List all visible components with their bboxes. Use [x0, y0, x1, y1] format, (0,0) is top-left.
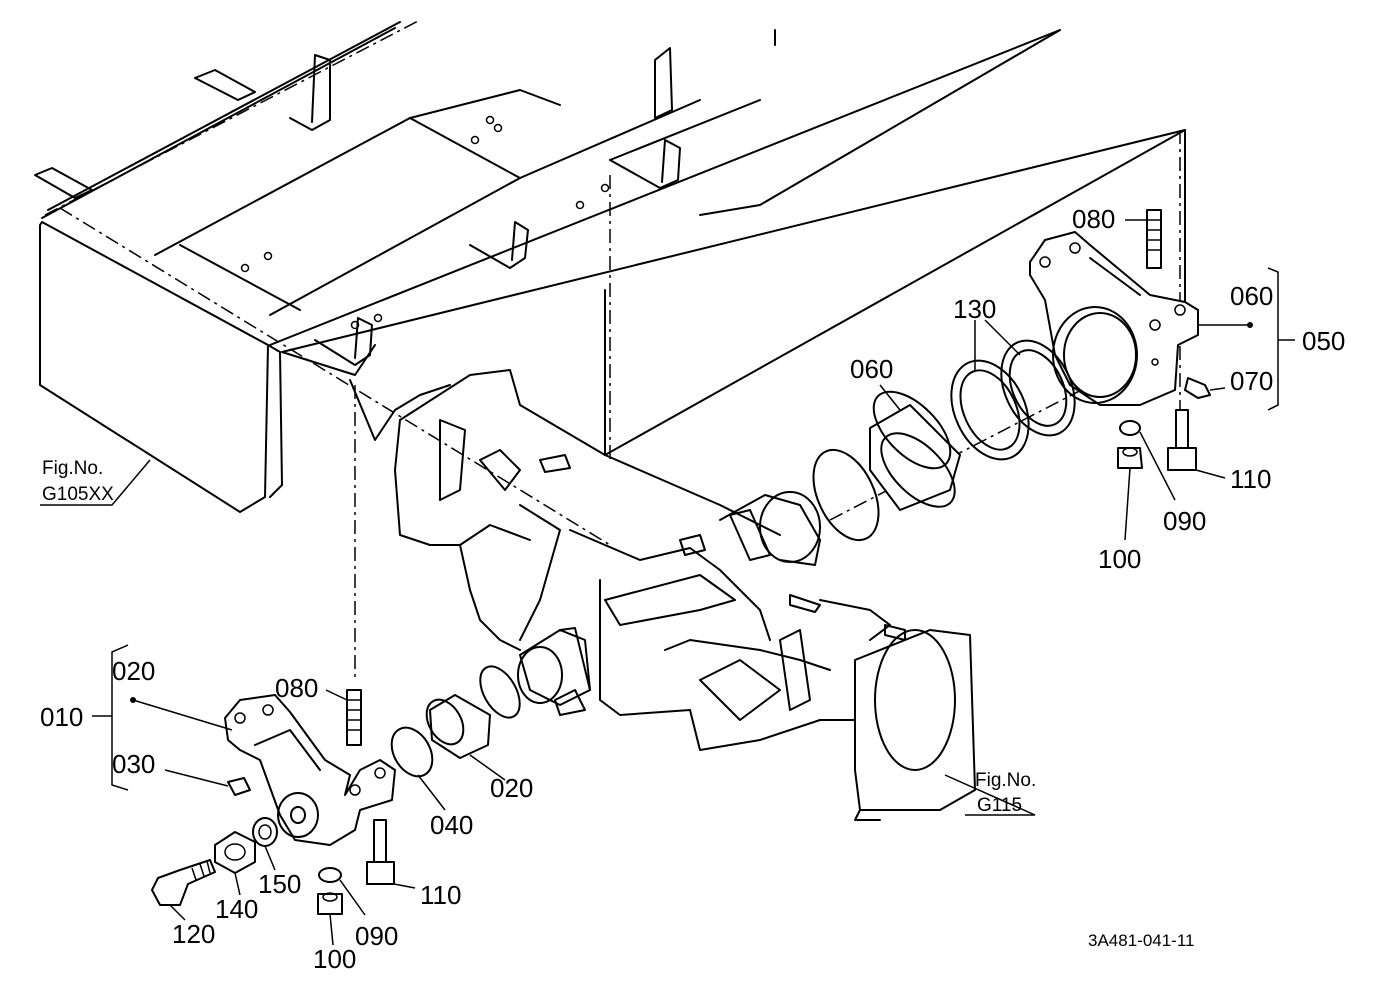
label-080-left: 080: [275, 673, 318, 703]
leader-lines: [40, 219, 1295, 946]
o-ring-left: [479, 665, 521, 719]
label-100-right: 100: [1098, 544, 1141, 574]
label-040: 040: [430, 810, 473, 840]
stud-080-right: [1146, 209, 1162, 269]
grease-fitting-030: [227, 777, 251, 796]
bushing-060-center: [869, 390, 961, 511]
stud-080-left: [346, 689, 362, 746]
washer-nut-left: [317, 867, 343, 915]
part-number-labels: 080 060 050 070 130 060 110 090 100 020 …: [40, 204, 1345, 974]
label-130: 130: [953, 294, 996, 324]
label-100-left: 100: [313, 944, 356, 974]
figure-references: Fig.No. G105XX Fig.No. G115: [42, 458, 1036, 816]
label-140: 140: [215, 894, 258, 924]
label-020: 020: [490, 773, 533, 803]
fig-ref-axle-line1: Fig.No.: [975, 770, 1036, 791]
fig-ref-frame-line2: G105XX: [42, 484, 114, 505]
frame-assembly: [34, 21, 1186, 513]
fig-ref-frame-line1: Fig.No.: [42, 458, 103, 479]
label-110-right: 110: [1230, 464, 1271, 494]
label-050: 050: [1302, 326, 1345, 356]
ring-040: [390, 726, 434, 778]
label-110-left: 110: [420, 880, 461, 910]
left-support-bracket: [224, 694, 396, 846]
drawing-code: 3A481-041-11: [1088, 931, 1195, 950]
label-120: 120: [172, 919, 215, 949]
right-support-bracket: [1029, 231, 1199, 406]
label-060-center: 060: [850, 354, 893, 384]
washer-nut-right: [1117, 420, 1143, 469]
front-axle-housing: [394, 369, 976, 821]
bolt-110-left: [366, 819, 395, 885]
grease-fitting-070: [1184, 377, 1211, 399]
label-150: 150: [258, 869, 301, 899]
nut-140: [214, 831, 256, 874]
assembly-centerlines: [44, 19, 1181, 680]
label-090-left: 090: [355, 921, 398, 951]
label-030: 030: [112, 749, 155, 779]
label-010: 010: [40, 702, 83, 732]
washer-150: [252, 817, 278, 847]
shims-130: [950, 339, 1076, 461]
label-060-right: 060: [1230, 281, 1273, 311]
o-ring-center: [812, 448, 880, 542]
label-080-right: 080: [1072, 204, 1115, 234]
fig-ref-axle-line2: G115: [977, 795, 1022, 816]
label-090-right: 090: [1163, 506, 1206, 536]
label-020-left: 020: [112, 656, 155, 686]
bolt-110-right: [1167, 409, 1197, 471]
label-070: 070: [1230, 366, 1273, 396]
bushing-020: [425, 694, 491, 759]
bolt-120: [151, 859, 216, 906]
